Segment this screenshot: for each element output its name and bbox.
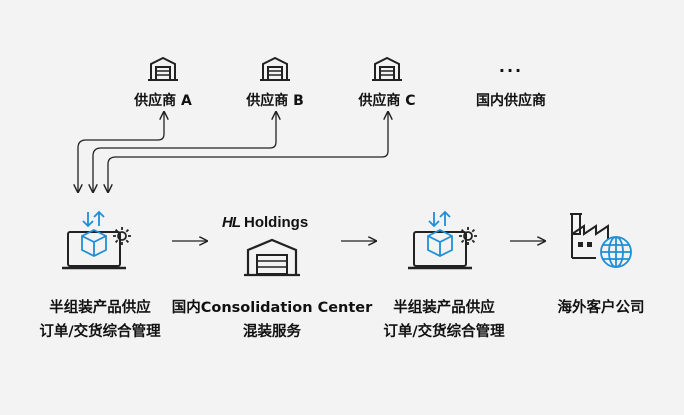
left-node-line2: 订单/交货综合管理 — [39, 324, 161, 340]
supplier-a-warehouse-icon — [147, 57, 179, 81]
connector-supplier-c — [108, 112, 388, 192]
center-node-line2: 混装服务 — [242, 324, 301, 340]
far-right-node-line1: 海外客户公司 — [557, 300, 645, 316]
supplier-b-label: 供应商 B — [246, 93, 304, 109]
hl-logo-text: Holdings — [244, 213, 309, 231]
supplier-c-warehouse-icon — [371, 57, 403, 81]
center-node-line1: 国内Consolidation Center — [171, 300, 373, 316]
connector-supplier-a — [78, 112, 164, 192]
supplier-c-label: 供应商 C — [358, 93, 416, 109]
ellipsis-icon: ··· — [498, 61, 524, 80]
hl-logo-mark: HL — [222, 213, 241, 231]
right-laptop-icon — [408, 210, 477, 270]
right-node-caption: 半组装产品供应 订单/交货综合管理 — [383, 296, 504, 344]
factory-globe-icon — [570, 213, 632, 268]
left-node-line1: 半组装产品供应 — [49, 300, 151, 316]
center-warehouse-icon — [244, 238, 300, 277]
supplier-b-warehouse-icon — [259, 57, 291, 81]
hl-holdings-logo: HL Holdings — [222, 212, 308, 232]
supplier-a-label: 供应商 A — [134, 93, 192, 109]
domestic-supplier-label: 国内供应商 — [476, 93, 546, 109]
far-right-node-caption: 海外客户公司 — [558, 296, 645, 320]
left-laptop-icon — [62, 210, 131, 270]
right-node-line1: 半组装产品供应 — [393, 300, 495, 316]
center-node-caption: 国内Consolidation Center 混装服务 — [172, 296, 373, 344]
left-node-caption: 半组装产品供应 订单/交货综合管理 — [39, 296, 160, 344]
connector-supplier-b — [93, 112, 276, 192]
right-node-line2: 订单/交货综合管理 — [383, 324, 505, 340]
